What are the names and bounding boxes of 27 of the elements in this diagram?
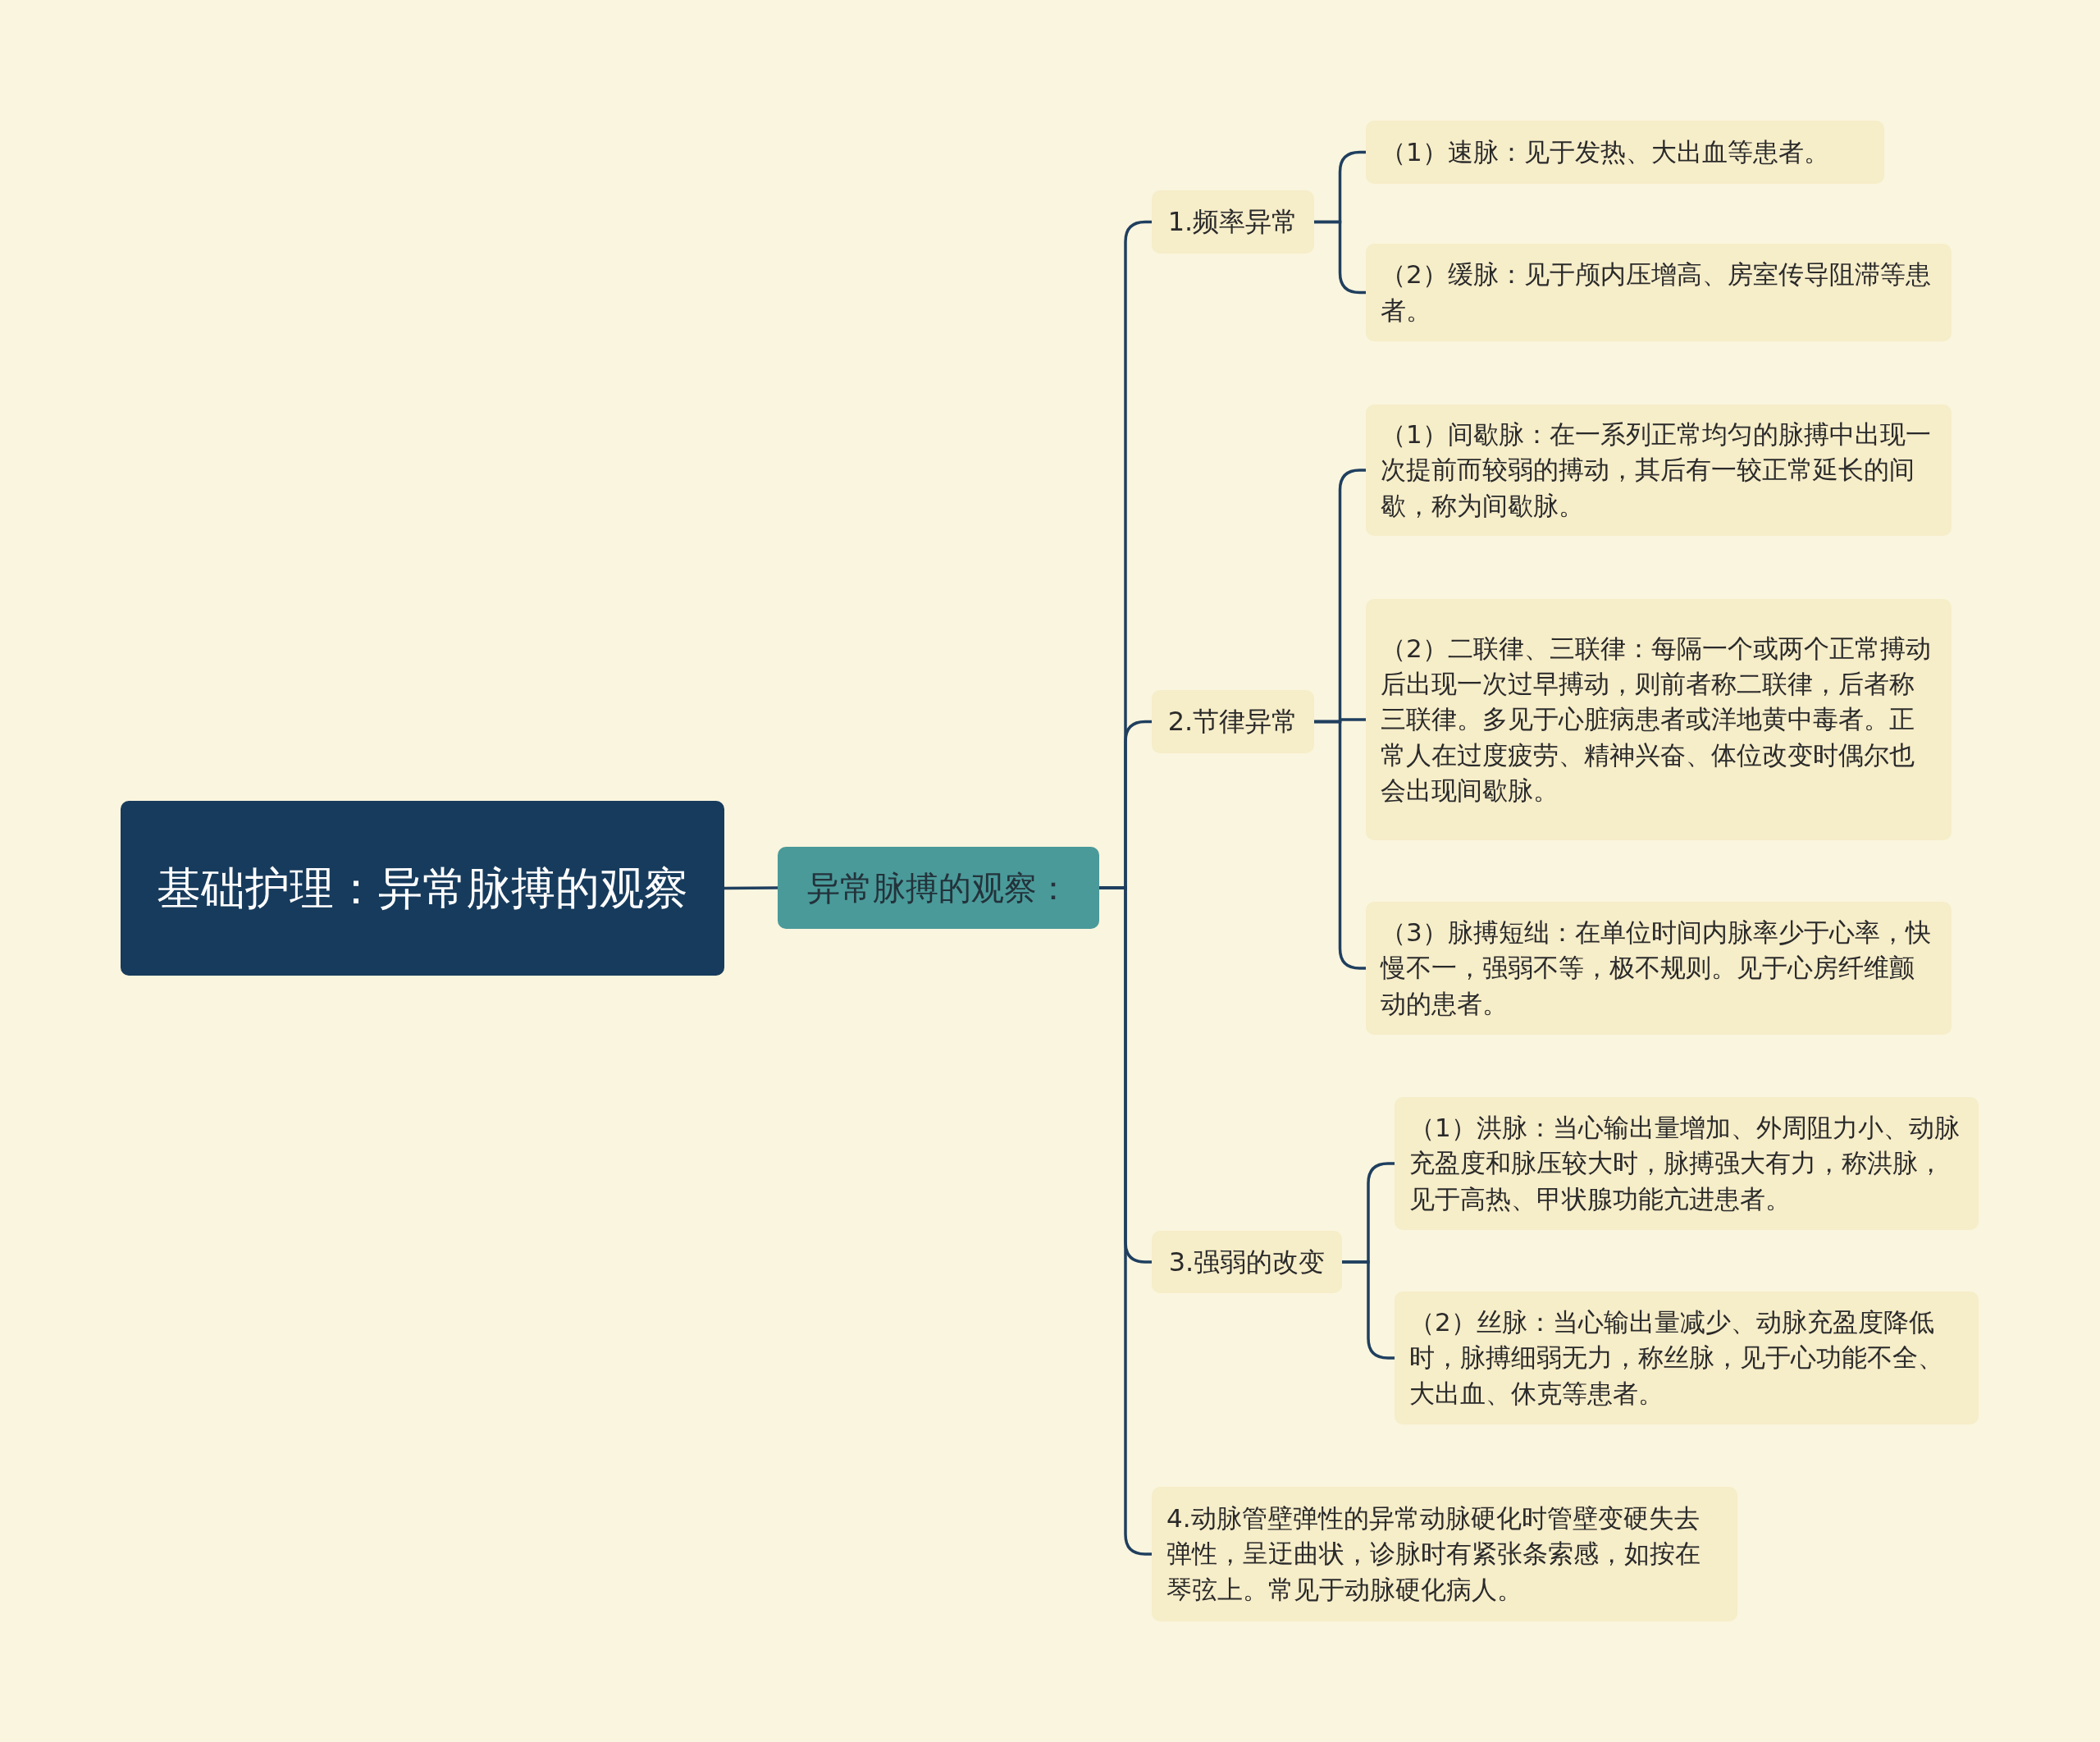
detail-text: （1）速脉：见于发热、大出血等患者。 [1381,135,1829,168]
detail-box [1366,121,1884,184]
detail-text: （2）丝脉：当心输出量减少、动脉充盈度降低时，脉搏细弱无力，称丝脉，见于心功能不全、大出血、休克等患者。 [1409,1305,1944,1410]
connector-line [724,886,778,890]
subtopic-box [1152,690,1314,753]
root-topic-box [121,801,724,976]
subtopic-box [1152,1231,1342,1293]
subtopic-text: 1.频率异常 [1167,205,1299,240]
detail-text: （1）洪脉：当心输出量增加、外周阻力小、动脉充盈度和脉压较大时，脉搏强大有力，称洪脉，见于高热、甲状腺功能亢进患者。 [1409,1111,1961,1215]
subtopic-text: 2.节律异常 [1167,705,1299,739]
main-topic-text: 异常脉搏的观察： [807,868,1070,908]
detail-box [1395,1097,1979,1230]
detail-box [1395,1292,1979,1424]
detail-text: （2）二联律、三联律：每隔一个或两个正常搏动后出现一次过早搏动，则前者称二联律，后者称三联律。多见于心脏病患者或洋地黄中毒者。正常人在过度疲劳、精神兴奋、体位改变时偶尔也会出现间歇脉。 [1381,632,1932,807]
detail-box [1366,599,1952,840]
detail-box [1366,405,1952,536]
main-topic-box [778,847,1099,929]
detail-text: 4.动脉管壁弹性的异常动脉硬化时管壁变硬失去弹性，呈迂曲状，诊脉时有紧张条索感，如按在琴弦上。常见于动脉硬化病人。 [1166,1502,1701,1606]
detail-text: （1）间歇脉：在一系列正常均匀的脉搏中出现一次提前而较弱的搏动，其后有一较正常延长的间歇，称为间歇脉。 [1381,418,1932,522]
subtopic-box [1152,190,1314,254]
root-topic-text: 基础护理：异常脉搏的观察 [157,861,688,916]
detail-text: （2）缓脉：见于颅内压增高、房室传导阻滞等患者。 [1381,258,1932,327]
detail-box [1152,1487,1737,1621]
detail-box [1366,244,1952,341]
subtopic-text: 3.强弱的改变 [1168,1245,1326,1279]
detail-text: （3）脉搏短绌：在单位时间内脉率少于心率，快慢不一，强弱不等，极不规则。见于心房纤维颤动的患者。 [1381,916,1932,1020]
detail-box [1366,902,1952,1035]
